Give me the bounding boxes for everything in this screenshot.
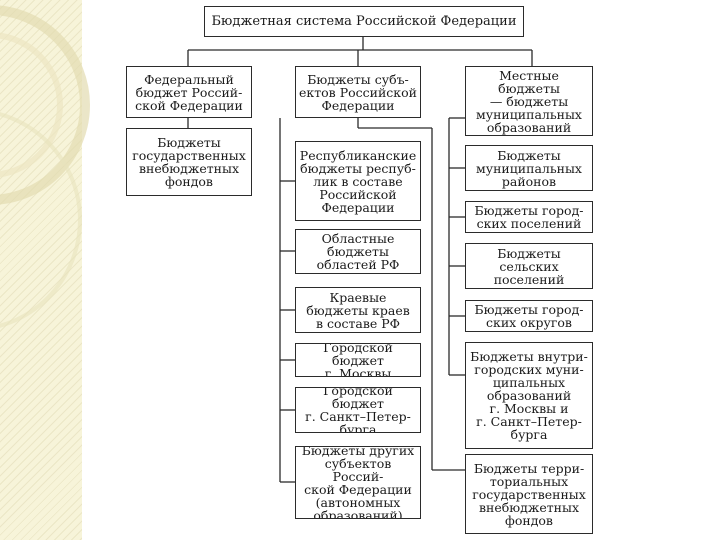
subject-oblast-label: Областные бюджеты областей РФ bbox=[316, 231, 400, 272]
subject-spb-node: Городской бюджет г. Санкт–Петер- бурга bbox=[295, 387, 421, 433]
subject-moscow-label: Городской бюджет г. Москвы bbox=[323, 343, 393, 377]
subject-krai-node: Краевые бюджеты краев в составе РФ bbox=[295, 287, 421, 333]
local-rural-settlement-label: Бюджеты сельских поселений bbox=[493, 245, 565, 287]
subjects-header-label: Бюджеты субъ- ектов Российской Федерации bbox=[299, 71, 417, 113]
subject-other-label: Бюджеты других субъектов Россий- ской Фе… bbox=[301, 446, 415, 519]
local-urban-district-node: Бюджеты город- ских округов bbox=[465, 300, 593, 332]
local-urban-settlement-node: Бюджеты город- ских поселений bbox=[465, 201, 593, 233]
local-district-label: Бюджеты муниципальных районов bbox=[476, 147, 582, 189]
decorative-arcs bbox=[0, 5, 90, 328]
subject-moscow-node: Городской бюджет г. Москвы bbox=[295, 343, 421, 377]
subject-republic-label: Республиканские бюджеты респуб- лик в со… bbox=[299, 147, 417, 215]
local-rural-settlement-node: Бюджеты сельских поселений bbox=[465, 243, 593, 289]
local-intracity-label: Бюджеты внутри- городских муни- ципальны… bbox=[470, 349, 588, 442]
root-node: Бюджетная система Российской Федерации bbox=[204, 6, 524, 37]
federal-funds-label: Бюджеты государственных внебюджетных фон… bbox=[132, 135, 246, 189]
subject-other-node: Бюджеты других субъектов Россий- ской Фе… bbox=[295, 446, 421, 519]
subjects-header-node: Бюджеты субъ- ектов Российской Федерации bbox=[295, 66, 421, 118]
local-header-node: Местные бюджеты — бюджеты муниципальных … bbox=[465, 66, 593, 136]
territorial-funds-node: Бюджеты терри- ториальных государственны… bbox=[465, 454, 593, 534]
root-label: Бюджетная система Российской Федерации bbox=[211, 14, 517, 29]
local-intracity-node: Бюджеты внутри- городских муни- ципальны… bbox=[465, 342, 593, 449]
subject-republic-node: Республиканские бюджеты респуб- лик в со… bbox=[295, 141, 421, 221]
subject-oblast-node: Областные бюджеты областей РФ bbox=[295, 229, 421, 274]
federal-budget-label: Федеральный бюджет Россий- ской Федераци… bbox=[135, 71, 243, 113]
federal-budget-node: Федеральный бюджет Россий- ской Федераци… bbox=[126, 66, 252, 118]
territorial-funds-label: Бюджеты терри- ториальных государственны… bbox=[472, 460, 586, 528]
local-header-label: Местные бюджеты — бюджеты муниципальных … bbox=[476, 67, 582, 135]
subject-spb-label: Городской бюджет г. Санкт–Петер- бурга bbox=[305, 387, 411, 433]
local-district-node: Бюджеты муниципальных районов bbox=[465, 145, 593, 191]
local-urban-district-label: Бюджеты город- ских округов bbox=[474, 302, 584, 330]
local-urban-settlement-label: Бюджеты город- ских поселений bbox=[474, 203, 584, 231]
federal-funds-node: Бюджеты государственных внебюджетных фон… bbox=[126, 128, 252, 196]
subject-krai-label: Краевые бюджеты краев в составе РФ bbox=[306, 289, 410, 331]
